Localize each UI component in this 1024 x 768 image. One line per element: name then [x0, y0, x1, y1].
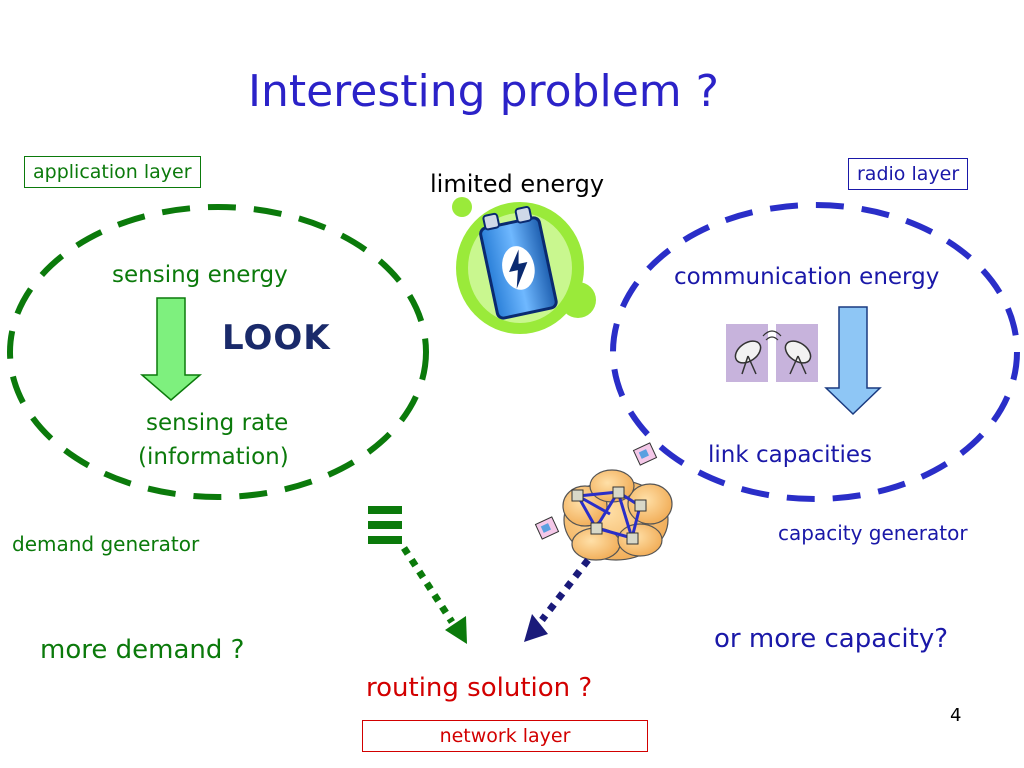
- sensing-rate-label: sensing rate: [146, 410, 289, 436]
- link-capacities-label: link capacities: [708, 442, 872, 468]
- capacity-generator-label: capacity generator: [778, 521, 968, 545]
- communication-energy-label: communication energy: [674, 264, 940, 290]
- demand-generator-label: demand generator: [12, 532, 200, 556]
- application-ellipse: [7, 204, 429, 500]
- equivalence-symbol: [368, 506, 402, 544]
- information-label: (information): [138, 444, 289, 470]
- radio-layer-box: radio layer: [848, 158, 969, 190]
- sensing-energy-label: sensing energy: [112, 262, 288, 288]
- antenna-icons: [726, 324, 818, 382]
- capacity-dotted-arrow: [539, 557, 591, 623]
- network-layer-box: network layer: [362, 720, 648, 752]
- more-capacity-label: or more capacity?: [714, 624, 949, 654]
- page-title: Interesting problem ?: [248, 66, 719, 117]
- battery-icon: [452, 197, 596, 334]
- routing-solution-label: routing solution ?: [366, 673, 593, 703]
- radio-ellipse: [610, 202, 1020, 502]
- communication-arrow: [824, 306, 882, 416]
- application-layer-box: application layer: [24, 156, 201, 188]
- more-demand-label: more demand ?: [40, 635, 245, 665]
- limited-energy-label: limited energy: [430, 170, 605, 198]
- sensing-arrow: [139, 297, 203, 401]
- slide-number: 4: [950, 705, 962, 726]
- demand-dotted-arrow: [401, 546, 455, 624]
- look-logo: LOOK: [222, 318, 331, 358]
- network-cloud-icon: [534, 442, 673, 561]
